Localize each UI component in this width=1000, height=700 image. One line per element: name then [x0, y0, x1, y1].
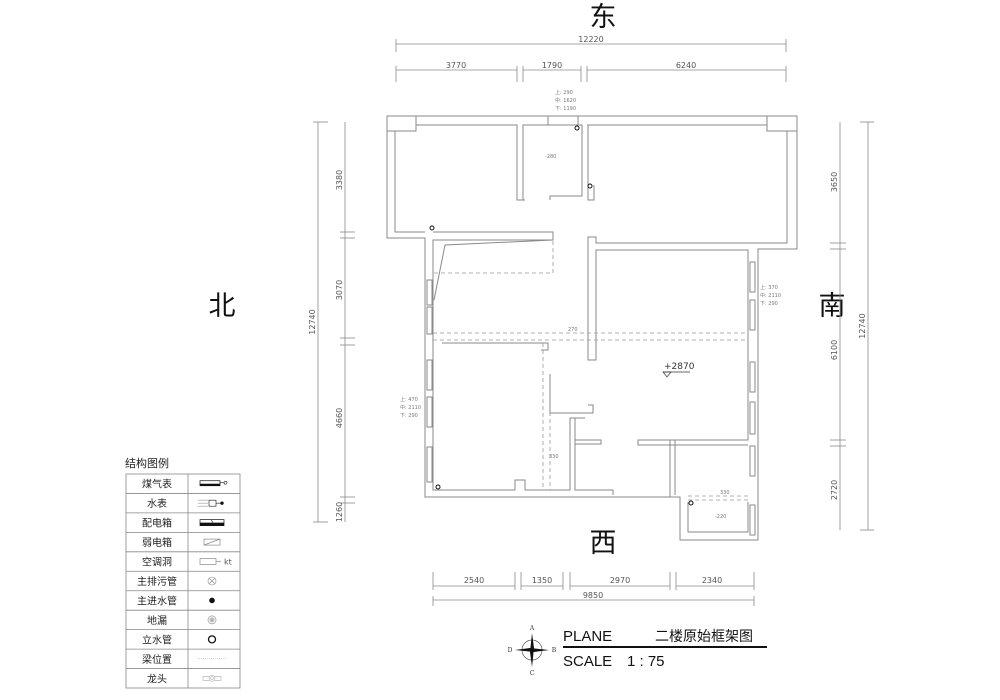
- riser-pipe-icon: [207, 635, 217, 644]
- dim-left-total: 12740: [308, 309, 317, 334]
- dim-left-3: 4660: [335, 408, 344, 428]
- window-left-middle: 中: 2110: [400, 404, 421, 411]
- water-meter-icon: [198, 499, 224, 507]
- dim-top-3: 6240: [676, 61, 696, 70]
- legend-label: 弱电箱: [142, 536, 172, 549]
- left-dimension-chain: 12740 3380 3070 4660 1260: [308, 121, 355, 523]
- dim-right-1: 3650: [830, 172, 839, 192]
- dim-right-2: 6100: [830, 340, 839, 360]
- dim-left-1: 3380: [335, 170, 344, 190]
- beam-lower-label: 330: [549, 454, 559, 460]
- compass-a: A: [529, 625, 535, 632]
- legend-suffix: kt: [224, 558, 232, 567]
- weak-current-box-icon: [203, 538, 221, 546]
- legend-label: 水表: [147, 497, 167, 510]
- legend-item: 空调洞 kt: [126, 551, 240, 569]
- legend-item: 主进水管: [126, 590, 240, 607]
- gas-meter-icon: [199, 480, 228, 487]
- legend-label: 梁位置: [142, 653, 172, 666]
- compass-c: C: [530, 670, 535, 677]
- window-top-upper: 上: 290: [555, 89, 573, 96]
- right-dimension-chain: 12740 3650 6100 2720: [830, 121, 874, 531]
- dim-top-total: 12220: [578, 35, 603, 44]
- legend-item: 主排污管: [126, 570, 240, 588]
- dim-top-1: 3770: [446, 61, 466, 70]
- dim-bottom-1: 2540: [464, 576, 484, 585]
- legend-label: 地漏: [147, 614, 167, 627]
- direction-south: 南: [819, 291, 846, 322]
- distribution-box-icon: [199, 519, 225, 526]
- direction-west: 西: [590, 528, 617, 559]
- legend-label: 煤气表: [142, 478, 172, 491]
- annotations: 上: 290 中: 1620 下: 1190 -280 上: 370 中: 21…: [400, 89, 781, 520]
- legend-title: 结构图例: [125, 456, 169, 470]
- walls: [386, 115, 798, 541]
- window-left-lower: 下: 290: [400, 413, 418, 419]
- legend-label: 空调洞: [142, 556, 172, 569]
- dim-left-2: 3070: [335, 280, 344, 300]
- legend-item: 配电箱: [126, 512, 240, 530]
- legend-item: 弱电箱: [126, 531, 240, 549]
- compass-d: D: [508, 647, 513, 654]
- level-marker-icon: [662, 371, 672, 378]
- direction-east: 东: [590, 2, 617, 33]
- bottom-dimension-chain: 2540 1350 2970 2340 9850: [432, 572, 755, 606]
- legend-item: 水表: [126, 493, 240, 510]
- scale-label: SCALE: [563, 653, 612, 670]
- legend-item: 龙头: [126, 668, 240, 685]
- legend-label: 主排污管: [137, 575, 177, 588]
- direction-north: 北: [209, 291, 236, 322]
- floor-drain-icon: [207, 615, 217, 625]
- window-right-middle: 中: 2110: [760, 292, 781, 299]
- legend-item: 地漏: [126, 609, 240, 627]
- legend-label: 配电箱: [142, 517, 172, 530]
- beam-balcony-label: 330: [720, 490, 730, 496]
- window-left-upper: 上: 470: [400, 396, 418, 403]
- dim-bottom-3: 2970: [610, 576, 630, 585]
- water-inlet-icon: [209, 597, 215, 604]
- beam-mid-label: 270: [568, 327, 578, 333]
- dim-bottom-4: 2340: [702, 576, 722, 585]
- top-dimension-chain: 12220 3770 1790 6240: [395, 35, 787, 82]
- window-right-lower: 下: 290: [760, 301, 778, 307]
- window-right-upper: 上: 370: [760, 284, 778, 291]
- legend-item: 立水管: [126, 629, 240, 646]
- dim-bottom-total: 9850: [583, 591, 603, 600]
- level-balcony-label: -220: [715, 514, 726, 520]
- legend-label: 主进水管: [137, 594, 177, 607]
- dim-bottom-2: 1350: [532, 576, 552, 585]
- window-top-middle: 中: 1620: [555, 97, 576, 104]
- faucet-icon: [202, 675, 222, 682]
- compass-b: B: [552, 647, 557, 654]
- drawing-name: 二楼原始框架图: [655, 629, 753, 645]
- title-block: A B C D PLANE 二楼原始框架图 SCALE 1 : 75: [508, 625, 767, 677]
- ac-hole-icon: [199, 558, 221, 565]
- dim-right-3: 2720: [830, 480, 839, 500]
- legend-item: 梁位置: [126, 648, 240, 666]
- dim-left-4: 1260: [335, 502, 344, 522]
- dim-right-total: 12740: [858, 313, 867, 338]
- window-top-lower: 下: 1190: [555, 106, 576, 112]
- level-bath: -280: [545, 154, 556, 160]
- sewage-pipe-icon: [207, 576, 217, 586]
- legend-item: 煤气表: [142, 478, 228, 491]
- scale-value: 1 : 75: [627, 653, 665, 670]
- dim-top-2: 1790: [542, 61, 562, 70]
- level-main-label: +2870: [664, 362, 695, 372]
- legend-label: 龙头: [147, 672, 167, 685]
- plane-label: PLANE: [563, 628, 612, 645]
- compass-icon: A B C D: [508, 625, 557, 677]
- legend-label: 立水管: [142, 633, 172, 646]
